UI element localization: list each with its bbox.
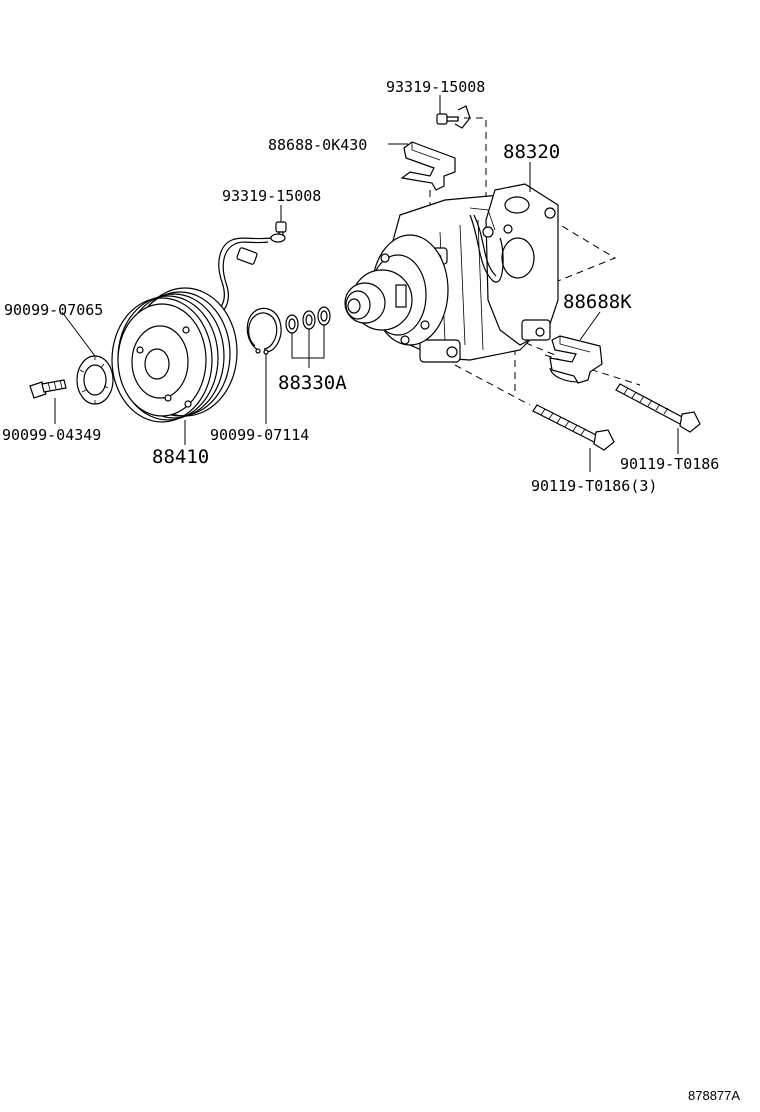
label-snap-ring: 90099-07114	[210, 426, 309, 444]
label-long-bolt-right: 90119-T0186	[620, 455, 719, 473]
bolt-top	[436, 105, 471, 129]
bolt-wire	[209, 221, 287, 319]
snap-ring	[246, 307, 282, 355]
part-labels: 93319-15008 88688-0K430 88320 93319-1500…	[2, 78, 719, 495]
label-compressor: 88320	[503, 141, 560, 163]
label-bolt-wire: 93319-15008	[222, 187, 321, 205]
label-clutch: 88410	[152, 446, 209, 468]
plate-washer	[76, 355, 114, 405]
label-bolt-left: 90099-04349	[2, 426, 101, 444]
bolt-left	[29, 379, 67, 399]
label-long-bolt-bottom: 90119-T0186(3)	[531, 477, 657, 495]
bracket-top	[400, 141, 456, 191]
long-bolt-right	[615, 383, 701, 433]
figure-reference-code: 878877A	[688, 1088, 740, 1103]
label-bracket-top: 88688-0K430	[268, 136, 367, 154]
leader-lines	[54, 95, 679, 472]
label-bracket-right: 88688K	[563, 291, 632, 313]
compressor	[344, 183, 559, 363]
o-rings	[285, 306, 331, 334]
long-bolt-bottom	[532, 404, 615, 451]
label-o-rings: 88330A	[278, 372, 347, 394]
clutch-pulley	[111, 287, 238, 423]
label-plate-washer: 90099-07065	[4, 301, 103, 319]
bracket-right	[549, 335, 603, 384]
label-bolt-top: 93319-15008	[386, 78, 485, 96]
